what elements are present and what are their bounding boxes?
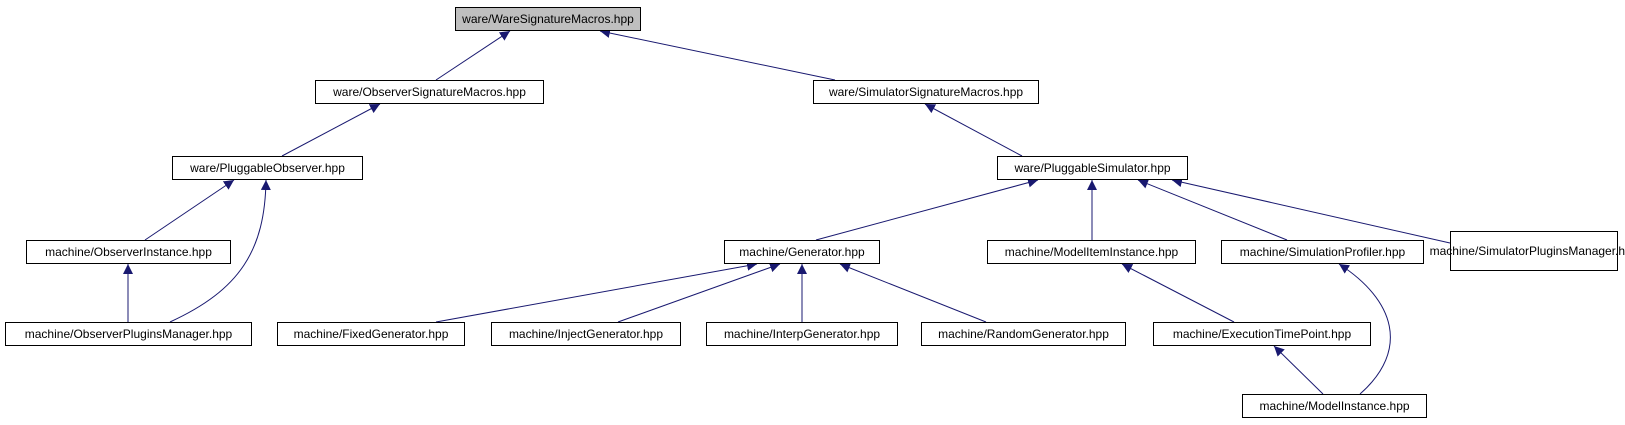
node-label: Manager.hpp bbox=[1568, 244, 1625, 258]
edge-n16-to-n9 bbox=[1338, 263, 1391, 395]
node-ware-pluggableobserver-hpp[interactable]: ware/PluggableObserver.hpp bbox=[172, 156, 363, 180]
edge-n10-to-n4 bbox=[1171, 177, 1451, 244]
node-machine-executiontimepoint-hpp[interactable]: machine/ExecutionTimePoint.hpp bbox=[1153, 322, 1371, 346]
edge-n7-to-n4 bbox=[815, 177, 1039, 241]
node-ware-simulatorsignaturemacros-hpp[interactable]: ware/SimulatorSignatureMacros.hpp bbox=[813, 80, 1039, 104]
edge-n11-to-n7 bbox=[435, 260, 758, 323]
node-label: machine/RandomGenerator.hpp bbox=[938, 327, 1109, 341]
edge-n9-to-n4 bbox=[1137, 179, 1288, 241]
node-label: machine/SimulationProfiler.hpp bbox=[1239, 245, 1406, 259]
node-label: ware/PluggableSimulator.hpp bbox=[1014, 161, 1171, 175]
edge-n16-to-n15 bbox=[1273, 345, 1324, 395]
node-machine-randomgenerator-hpp[interactable]: machine/RandomGenerator.hpp bbox=[921, 322, 1126, 346]
edge-n4-to-n2 bbox=[924, 103, 1023, 157]
node-label: ware/ObserverSignatureMacros.hpp bbox=[333, 85, 526, 99]
edge-n14-to-n7 bbox=[839, 263, 987, 323]
node-label: ware/WareSignatureMacros.hpp bbox=[462, 12, 634, 26]
node-machine-modelinstance-hpp[interactable]: machine/ModelInstance.hpp bbox=[1242, 394, 1427, 418]
node-ware-waresignaturemacros-hpp: ware/WareSignatureMacros.hpp bbox=[455, 7, 641, 31]
edge-n15-to-n8 bbox=[1121, 263, 1235, 323]
node-label: ware/SimulatorSignatureMacros.hpp bbox=[828, 85, 1024, 99]
node-label: machine/ModelItemInstance.hpp bbox=[1004, 245, 1179, 259]
node-label: machine/ObserverInstance.hpp bbox=[45, 245, 212, 259]
edge-n3-to-n1 bbox=[281, 103, 381, 157]
node-machine-observerinstance-hpp[interactable]: machine/ObserverInstance.hpp bbox=[26, 240, 231, 264]
node-machine-injectgenerator-hpp[interactable]: machine/InjectGenerator.hpp bbox=[491, 322, 681, 346]
node-label: machine/InterpGenerator.hpp bbox=[723, 327, 881, 341]
node-machine-simulationprofiler-hpp[interactable]: machine/SimulationProfiler.hpp bbox=[1221, 240, 1424, 264]
node-label: machine/ExecutionTimePoint.hpp bbox=[1172, 327, 1352, 341]
node-label: machine/ModelInstance.hpp bbox=[1259, 399, 1410, 413]
node-ware-pluggablesimulator-hpp[interactable]: ware/PluggableSimulator.hpp bbox=[997, 156, 1188, 180]
node-machine-generator-hpp[interactable]: machine/Generator.hpp bbox=[724, 240, 880, 264]
edge-n6-to-n3 bbox=[169, 179, 271, 323]
node-label: ware/PluggableObserver.hpp bbox=[190, 161, 345, 175]
edge-n5-to-n3 bbox=[144, 179, 235, 241]
edge-n1-to-n0 bbox=[435, 30, 511, 81]
node-label: machine/ObserverPluginsManager.hpp bbox=[24, 327, 233, 341]
node-machine-modeliteminstance-hpp[interactable]: machine/ModelItemInstance.hpp bbox=[987, 240, 1196, 264]
node-machine-interpgenerator-hpp[interactable]: machine/InterpGenerator.hpp bbox=[706, 322, 898, 346]
node-machine-observerpluginsmanager-hpp[interactable]: machine/ObserverPluginsManager.hpp bbox=[5, 322, 252, 346]
edge-n12-to-n7 bbox=[617, 262, 781, 323]
node-machine-fixedgenerator-hpp[interactable]: machine/FixedGenerator.hpp bbox=[277, 322, 465, 346]
node-label: machine/FixedGenerator.hpp bbox=[293, 327, 449, 341]
node-label: machine/SimulatorPlugins bbox=[1429, 244, 1569, 258]
node-label: machine/InjectGenerator.hpp bbox=[508, 327, 664, 341]
node-ware-observersignaturemacros-hpp[interactable]: ware/ObserverSignatureMacros.hpp bbox=[315, 80, 544, 104]
edge-n2-to-n0 bbox=[599, 28, 836, 81]
node-label: machine/Generator.hpp bbox=[739, 245, 865, 259]
